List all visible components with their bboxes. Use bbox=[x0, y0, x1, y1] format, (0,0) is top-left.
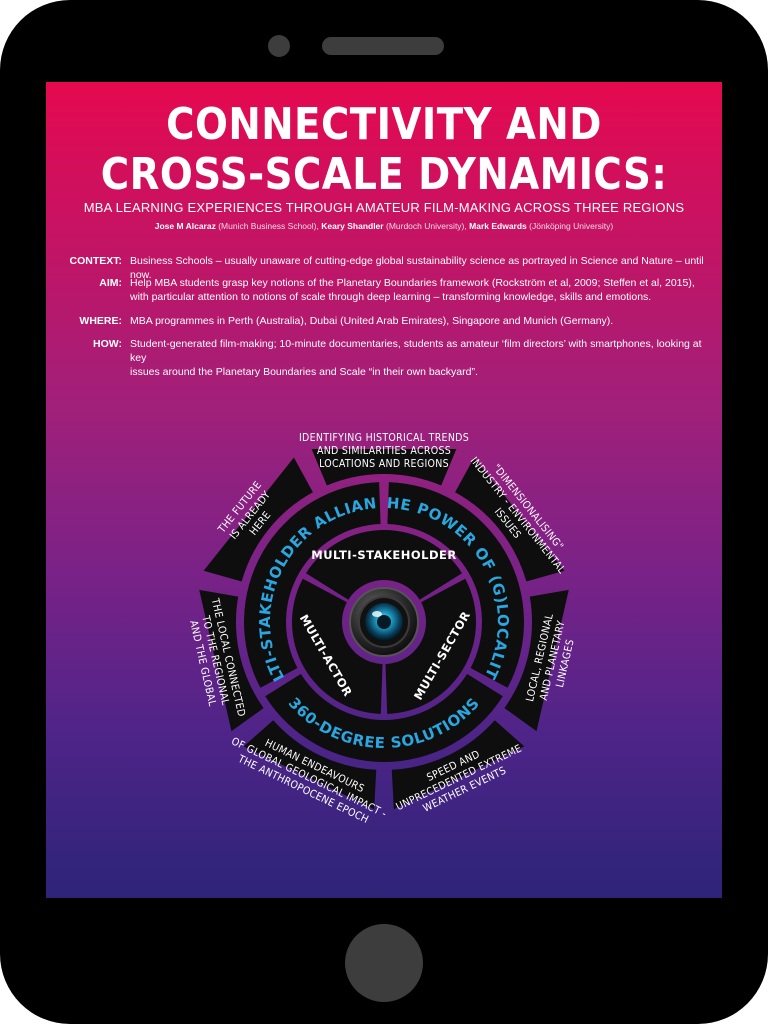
home-button[interactable] bbox=[345, 924, 423, 1002]
poster-subtitle: MBA LEARNING EXPERIENCES THROUGH AMATEUR… bbox=[83, 200, 685, 215]
author-name: Mark Edwards bbox=[469, 221, 527, 231]
authors-line: Jose M Alcaraz (Munich Business School),… bbox=[46, 221, 722, 231]
info-label: CONTEXT: bbox=[69, 255, 123, 267]
middle-ring-segment bbox=[387, 482, 524, 688]
outer-segment bbox=[243, 720, 377, 810]
middle-ring-segment bbox=[244, 482, 381, 688]
author-affiliation: (Murdoch University), bbox=[385, 221, 467, 231]
info-text-line: Help MBA students grasp key notions of t… bbox=[130, 277, 695, 289]
info-label: AIM: bbox=[99, 277, 122, 289]
inner-ring-segment bbox=[385, 578, 476, 714]
info-text: MBA programmes in Perth (Australia), Dub… bbox=[130, 315, 614, 327]
info-text: Help MBA students grasp key notions of t… bbox=[130, 276, 710, 304]
author-name: Jose M Alcaraz bbox=[154, 221, 216, 231]
info-text-line: Student-generated film-making; 10-minute… bbox=[130, 338, 702, 364]
info-text-line: with particular attention to notions of … bbox=[130, 291, 652, 303]
poster-screen: CONNECTIVITY AND CROSS-SCALE DYNAMICS: M… bbox=[46, 82, 722, 898]
outer-segment bbox=[455, 457, 565, 582]
info-text: Business Schools – usually unaware of cu… bbox=[130, 255, 704, 281]
title-line-2: CROSS-SCALE DYNAMICS: bbox=[100, 149, 668, 200]
camera-lens-icon bbox=[349, 587, 419, 657]
outer-segment-line: IDENTIFYING HISTORICAL TRENDS bbox=[299, 432, 469, 444]
inner-ring-label: MULTI-STAKEHOLDER bbox=[311, 548, 457, 562]
author-affiliation: (Jönköping University) bbox=[529, 221, 614, 231]
outer-segment-line: AND SIMILARITIES ACROSS bbox=[317, 445, 451, 457]
outer-segments bbox=[199, 449, 569, 810]
outer-segment bbox=[203, 457, 313, 582]
middle-ring-segment bbox=[265, 673, 503, 763]
outer-segment bbox=[311, 449, 457, 486]
outer-segment-line: LOCATIONS AND REGIONS bbox=[319, 458, 449, 470]
title-line-1: CONNECTIVITY AND bbox=[166, 99, 602, 150]
inner-ring bbox=[292, 530, 476, 714]
author-affiliation: (Munich Business School), bbox=[218, 221, 319, 231]
camera-icon bbox=[268, 35, 290, 57]
inner-ring-segment bbox=[305, 530, 463, 600]
info-text-line: issues around the Planetary Boundaries a… bbox=[130, 366, 478, 378]
info-label: WHERE: bbox=[79, 315, 122, 327]
poster-title: CONNECTIVITY AND CROSS-SCALE DYNAMICS: bbox=[87, 100, 682, 200]
outer-segment bbox=[504, 589, 569, 732]
speaker-grille bbox=[322, 37, 444, 55]
outer-segment bbox=[199, 589, 264, 732]
author-name: Keary Shandler bbox=[321, 221, 384, 231]
middle-ring bbox=[244, 482, 524, 763]
inner-ring-segment bbox=[292, 578, 383, 714]
info-text: Student-generated film-making; 10-minute… bbox=[130, 337, 710, 379]
info-label: HOW: bbox=[93, 338, 122, 350]
outer-segment bbox=[391, 720, 525, 810]
